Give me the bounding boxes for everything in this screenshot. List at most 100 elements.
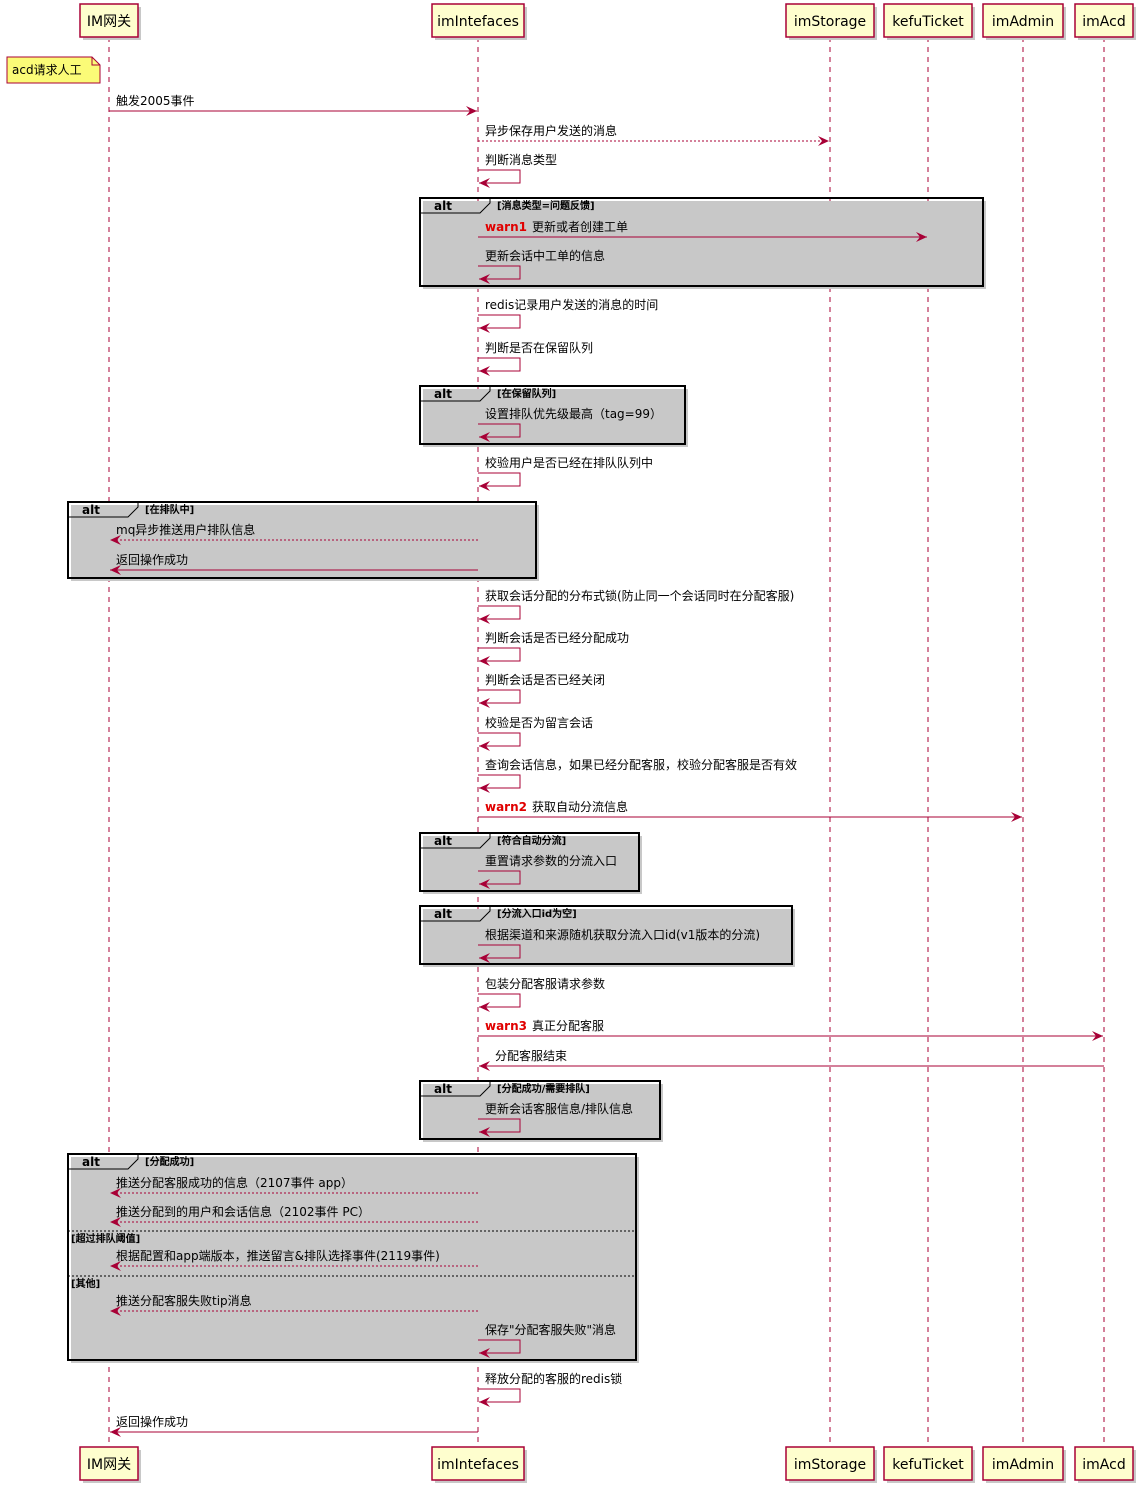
message-5: redis记录用户发送的消息的时间 xyxy=(478,297,658,333)
alt-condition: [在排队中] xyxy=(145,503,194,516)
alt-condition: [消息类型=问题反馈] xyxy=(497,199,595,212)
participant-top-2: imStorage xyxy=(785,3,877,40)
message-23: 推送分配客服成功的信息（2107事件 app） xyxy=(110,1175,478,1198)
alt-keyword: alt xyxy=(434,199,452,213)
message-label: 更新会话客服信息/排队信息 xyxy=(485,1101,633,1116)
participant-label: imIntefaces xyxy=(437,1457,519,1473)
self-arrow xyxy=(478,423,521,442)
message-label: 保存"分配客服失败"消息 xyxy=(485,1322,616,1337)
note-text: acd请求人工 xyxy=(12,63,82,77)
alt-keyword: alt xyxy=(82,503,100,517)
self-arrow xyxy=(478,1118,521,1137)
message-0: 触发2005事件 xyxy=(109,93,477,116)
message-27: 保存"分配客服失败"消息 xyxy=(478,1322,616,1358)
message-10: 返回操作成功 xyxy=(110,552,478,575)
message-label: 推送分配客服成功的信息（2107事件 app） xyxy=(116,1175,353,1190)
alt-group-6: alt[分配成功][超过排队阈值][其他] xyxy=(67,1153,639,1363)
participant-label: imIntefaces xyxy=(437,14,519,30)
alt-group-5: alt[分配成功/需要排队] xyxy=(419,1080,663,1142)
message-label: redis记录用户发送的消息的时间 xyxy=(485,297,658,312)
message-label: 更新会话中工单的信息 xyxy=(485,248,605,263)
alt-group-2: alt [在排队中] xyxy=(67,501,539,581)
self-arrow xyxy=(478,689,521,708)
message-25: 根据配置和app端版本，推送留言&排队选择事件(2119事件) xyxy=(110,1248,478,1271)
message-13: 判断会话是否已经关闭 xyxy=(478,672,605,708)
alt-keyword: alt xyxy=(434,907,452,921)
message-label: 根据渠道和来源随机获取分流入口id(v1版本的分流) xyxy=(485,927,760,942)
alt-keyword: alt xyxy=(434,1082,452,1096)
alt-condition: [分流入口id为空] xyxy=(497,907,577,920)
participant-label: imAcd xyxy=(1082,14,1125,30)
participant-bottom-1: imIntefaces xyxy=(431,1446,527,1483)
message-28: 释放分配的客服的redis锁 xyxy=(478,1371,622,1407)
message-24: 推送分配到的用户和会话信息（2102事件 PC） xyxy=(110,1204,478,1227)
warn-label: warn1 xyxy=(485,220,527,234)
alt-group-0: alt [消息类型=问题反馈] xyxy=(419,197,986,289)
alt-keyword: alt xyxy=(434,387,452,401)
participant-bottom-5: imAcd xyxy=(1074,1446,1136,1483)
message-label: 触发2005事件 xyxy=(116,93,195,108)
message-15: 查询会话信息，如果已经分配客服，校验分配客服是否有效 xyxy=(478,757,797,793)
message-9: mq异步推送用户排队信息 xyxy=(110,522,478,545)
participant-label: kefuTicket xyxy=(892,1457,964,1473)
message-label: 查询会话信息，如果已经分配客服，校验分配客服是否有效 xyxy=(485,757,797,772)
message-21: 分配客服结束 xyxy=(479,1048,1104,1071)
participant-label: IM网关 xyxy=(87,1457,131,1473)
participant-top-0: IM网关 xyxy=(79,3,141,40)
alt-group-3: alt [符合自动分流] xyxy=(419,832,642,894)
message-label: 包装分配客服请求参数 xyxy=(485,976,605,991)
message-22: 更新会话客服信息/排队信息 xyxy=(478,1101,633,1137)
message-2: 判断消息类型 xyxy=(478,152,557,188)
message-label: 根据配置和app端版本，推送留言&排队选择事件(2119事件) xyxy=(116,1248,440,1263)
warn-label: warn3 xyxy=(485,1019,527,1033)
participant-label: imStorage xyxy=(794,1457,866,1473)
message-label: mq异步推送用户排队信息 xyxy=(116,522,255,537)
self-arrow xyxy=(478,1339,521,1358)
self-arrow xyxy=(478,944,521,963)
alt-keyword: alt xyxy=(82,1155,100,1169)
message-label: 返回操作成功 xyxy=(116,552,188,567)
message-14: 校验是否为留言会话 xyxy=(478,715,593,751)
participant-label: kefuTicket xyxy=(892,14,964,30)
message-26: 推送分配客服失败tip消息 xyxy=(110,1293,478,1316)
participant-top-3: kefuTicket xyxy=(883,3,975,40)
self-arrow xyxy=(478,732,521,751)
message-label: 异步保存用户发送的消息 xyxy=(485,123,617,138)
message-29: 返回操作成功 xyxy=(110,1414,478,1437)
message-label: 重置请求参数的分流入口 xyxy=(485,853,617,868)
self-arrow xyxy=(478,472,521,491)
participant-bottom-3: kefuTicket xyxy=(883,1446,975,1483)
participant-top-5: imAcd xyxy=(1074,3,1136,40)
self-arrow xyxy=(478,870,521,889)
message-17: 重置请求参数的分流入口 xyxy=(478,853,617,889)
message-label: 设置排队优先级最高（tag=99） xyxy=(485,406,662,421)
self-arrow xyxy=(478,605,521,624)
message-label: 判断消息类型 xyxy=(485,152,557,167)
self-arrow xyxy=(478,357,521,376)
message-label: 返回操作成功 xyxy=(116,1414,188,1429)
participant-label: imStorage xyxy=(794,14,866,30)
note: acd请求人工 xyxy=(6,56,101,84)
alt-condition: [符合自动分流] xyxy=(497,834,566,847)
message-12: 判断会话是否已经分配成功 xyxy=(478,630,629,666)
message-7: 设置排队优先级最高（tag=99） xyxy=(478,406,662,442)
participant-bottom-2: imStorage xyxy=(785,1446,877,1483)
participant-top-4: imAdmin xyxy=(982,3,1066,40)
message-1: 异步保存用户发送的消息 xyxy=(478,123,829,146)
self-arrow xyxy=(478,774,521,793)
alt-keyword: alt xyxy=(434,834,452,848)
warn-label: warn2 xyxy=(485,800,527,814)
message-8: 校验用户是否已经在排队队列中 xyxy=(478,455,653,491)
alt-group-1: alt[在保留队列] xyxy=(419,385,688,447)
message-label: 推送分配到的用户和会话信息（2102事件 PC） xyxy=(116,1204,370,1219)
message-18: 根据渠道和来源随机获取分流入口id(v1版本的分流) xyxy=(478,927,760,963)
participant-label: IM网关 xyxy=(87,14,131,30)
participant-bottom-0: IM网关 xyxy=(79,1446,141,1483)
